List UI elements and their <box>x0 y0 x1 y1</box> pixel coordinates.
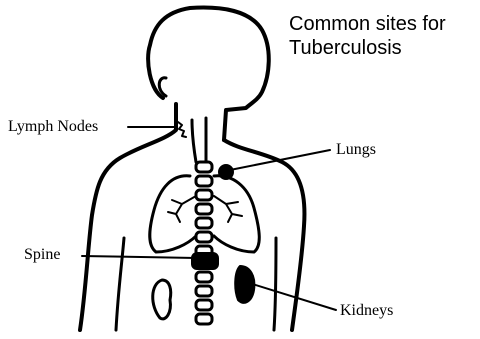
label-lungs: Lungs <box>336 141 376 159</box>
vertebra <box>196 218 212 228</box>
left-bronchus <box>168 196 196 222</box>
right-bronchus <box>214 196 242 222</box>
left-arm-inner <box>116 238 124 330</box>
vertebra <box>196 176 212 186</box>
vertebra <box>196 286 212 296</box>
diagram-title: Common sites for Tuberculosis <box>289 12 446 60</box>
vertebra-highlighted <box>193 254 217 268</box>
lymph-node-mark <box>178 122 186 137</box>
vertebra <box>196 300 212 310</box>
left-kidney <box>153 280 171 319</box>
vertebra <box>196 232 212 242</box>
vertebra <box>196 314 212 324</box>
lung-lesion <box>220 166 232 178</box>
title-line-1: Common sites for <box>289 12 446 36</box>
title-line-2: Tuberculosis <box>289 36 446 60</box>
vertebra <box>196 190 212 200</box>
pointer-lungs <box>230 150 330 170</box>
label-lymph-nodes: Lymph Nodes <box>8 118 98 136</box>
vertebra <box>196 204 212 214</box>
vertebra <box>196 272 212 282</box>
trachea <box>192 118 206 162</box>
right-lung <box>214 176 259 252</box>
right-arm-inner <box>274 238 276 330</box>
left-shoulder-outline <box>80 104 176 330</box>
head-outline <box>148 8 269 140</box>
label-kidneys: Kidneys <box>340 302 393 320</box>
label-spine: Spine <box>24 246 60 264</box>
vertebra <box>196 162 212 172</box>
pointer-spine <box>82 256 196 258</box>
pointer-kidneys <box>246 282 336 310</box>
